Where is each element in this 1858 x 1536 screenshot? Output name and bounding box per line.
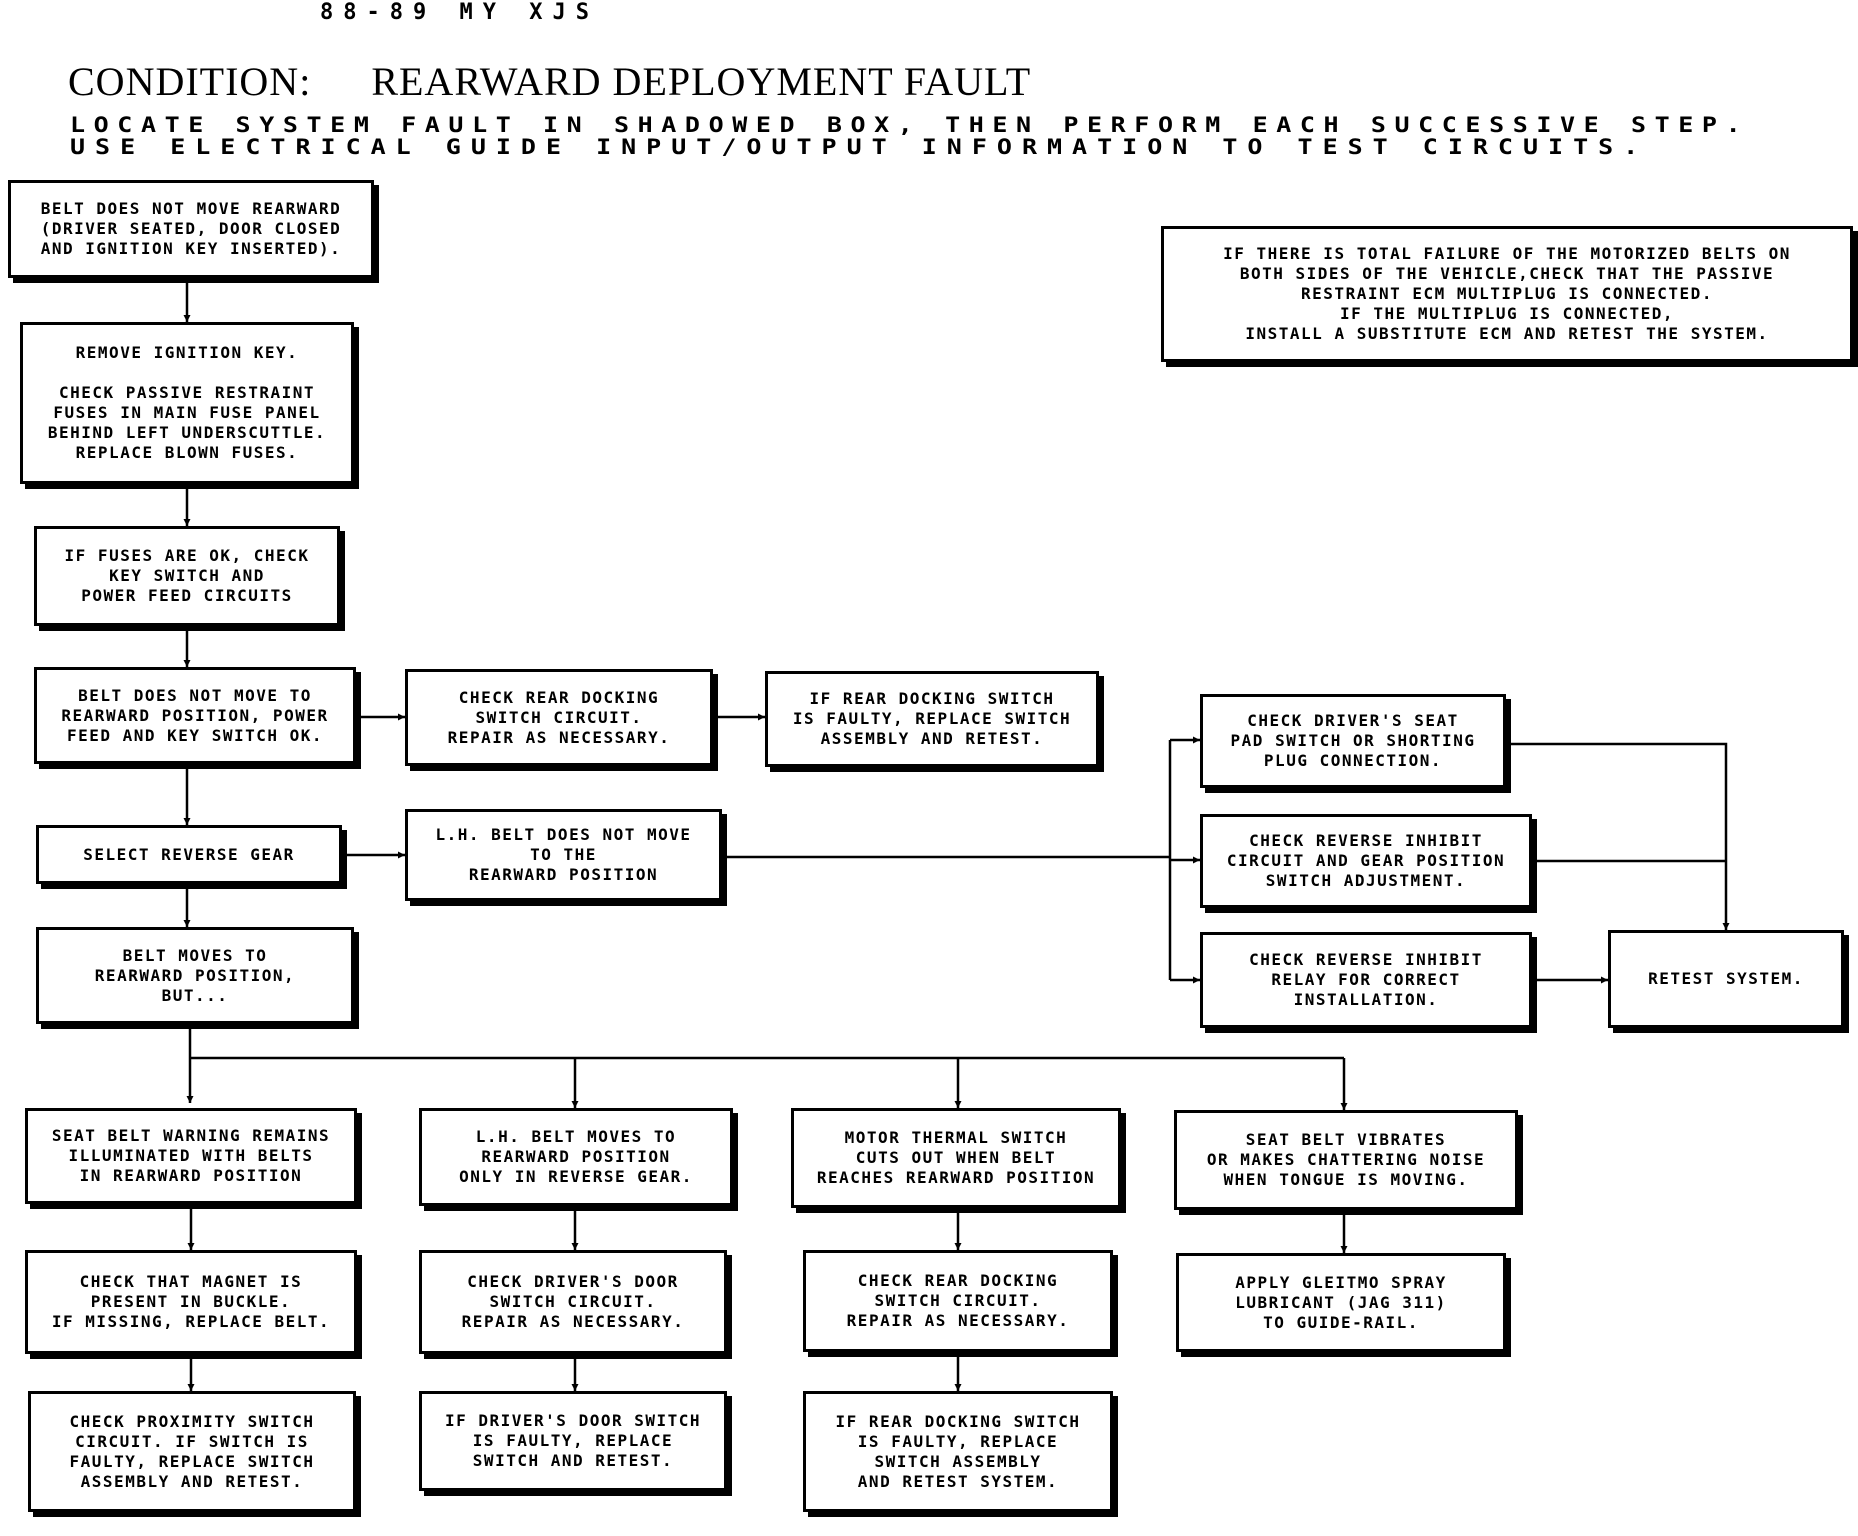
box-lh-belt-not-move: L.H. BELT DOES NOT MOVE TO THE REARWARD …: [405, 809, 722, 901]
condition-label: CONDITION:: [68, 59, 312, 104]
model-year-label: 88-89 MY XJS: [320, 0, 599, 25]
box-check-seat-pad-switch: CHECK DRIVER'S SEAT PAD SWITCH OR SHORTI…: [1200, 694, 1506, 788]
box-seat-belt-vibrates: SEAT BELT VIBRATES OR MAKES CHATTERING N…: [1174, 1110, 1518, 1210]
box-check-door-switch: CHECK DRIVER'S DOOR SWITCH CIRCUIT. REPA…: [419, 1250, 727, 1354]
box-check-reverse-inhibit-circuit: CHECK REVERSE INHIBIT CIRCUIT AND GEAR P…: [1200, 814, 1532, 908]
box-check-rear-docking-switch-2: CHECK REAR DOCKING SWITCH CIRCUIT. REPAI…: [803, 1250, 1113, 1352]
box-door-switch-faulty: IF DRIVER'S DOOR SWITCH IS FAULTY, REPLA…: [419, 1391, 727, 1491]
box-check-magnet: CHECK THAT MAGNET IS PRESENT IN BUCKLE. …: [25, 1250, 357, 1354]
instruction-line-2: USE ELECTRICAL GUIDE INPUT/OUTPUT INFORM…: [70, 134, 1649, 160]
box-belt-does-not-move-rearward: BELT DOES NOT MOVE REARWARD (DRIVER SEAT…: [8, 180, 374, 278]
box-warning-remains: SEAT BELT WARNING REMAINS ILLUMINATED WI…: [25, 1108, 357, 1204]
box-remove-ignition-key: REMOVE IGNITION KEY. CHECK PASSIVE RESTR…: [20, 322, 354, 484]
box-select-reverse-gear: SELECT REVERSE GEAR: [36, 825, 342, 884]
box-check-reverse-inhibit-relay: CHECK REVERSE INHIBIT RELAY FOR CORRECT …: [1200, 932, 1532, 1028]
instruction-line-1: LOCATE SYSTEM FAULT IN SHADOWED BOX, THE…: [70, 112, 1750, 138]
box-check-rear-docking-switch: CHECK REAR DOCKING SWITCH CIRCUIT. REPAI…: [405, 669, 713, 766]
box-total-failure-note: IF THERE IS TOTAL FAILURE OF THE MOTORIZ…: [1161, 226, 1853, 362]
box-fuses-ok-check: IF FUSES ARE OK, CHECK KEY SWITCH AND PO…: [34, 526, 340, 626]
box-check-proximity-switch: CHECK PROXIMITY SWITCH CIRCUIT. IF SWITC…: [28, 1391, 356, 1512]
arrow-seat-pad-to-retest: [1506, 742, 1730, 930]
box-rear-docking-faulty-2: IF REAR DOCKING SWITCH IS FAULTY, REPLAC…: [803, 1391, 1113, 1512]
condition-heading: CONDITION: REARWARD DEPLOYMENT FAULT: [68, 58, 1031, 105]
condition-value: REARWARD DEPLOYMENT FAULT: [371, 59, 1032, 104]
box-apply-gleitmo: APPLY GLEITMO SPRAY LUBRICANT (JAG 311) …: [1176, 1253, 1506, 1352]
box-lh-moves-reverse-only: L.H. BELT MOVES TO REARWARD POSITION ONL…: [419, 1108, 733, 1206]
box-belt-moves-but: BELT MOVES TO REARWARD POSITION, BUT...: [36, 927, 354, 1024]
box-motor-thermal-switch: MOTOR THERMAL SWITCH CUTS OUT WHEN BELT …: [791, 1108, 1121, 1208]
box-retest-system: RETEST SYSTEM.: [1608, 930, 1844, 1028]
box-rear-docking-faulty: IF REAR DOCKING SWITCH IS FAULTY, REPLAC…: [765, 671, 1099, 767]
box-belt-not-move-power-ok: BELT DOES NOT MOVE TO REARWARD POSITION,…: [34, 667, 356, 764]
